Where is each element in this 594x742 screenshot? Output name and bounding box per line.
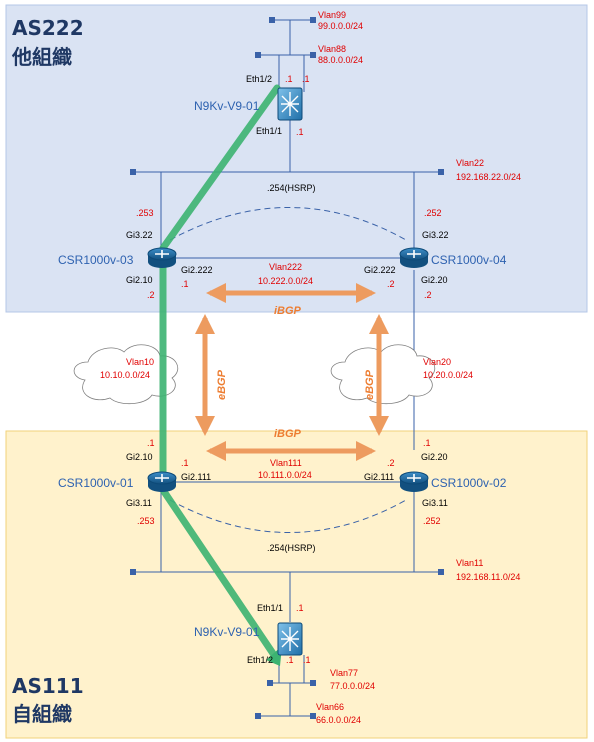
router-icon bbox=[147, 471, 177, 492]
vlan111-net: 10.111.0.0/24 bbox=[258, 470, 312, 480]
addr-csr02-1: .1 bbox=[423, 438, 431, 448]
addr-csr01-1a: .1 bbox=[147, 438, 155, 448]
addr-n9ku-b: .1 bbox=[302, 74, 310, 84]
vlan77-net: 77.0.0.0/24 bbox=[330, 681, 375, 691]
port-csr01-gi311: Gi3.11 bbox=[126, 498, 152, 508]
vlan88-name: Vlan88 bbox=[318, 44, 346, 54]
hsrp-lower-label: .254(HSRP) bbox=[267, 543, 316, 553]
vlan10-net: 10.10.0.0/24 bbox=[100, 370, 150, 380]
zone-lower-org: 自組織 bbox=[12, 702, 72, 726]
vlan22-name: Vlan22 bbox=[456, 158, 484, 168]
hsrp-upper-label: .254(HSRP) bbox=[267, 183, 316, 193]
vlan88-net: 88.0.0.0/24 bbox=[318, 55, 363, 65]
port-n9kl-eth12: Eth1/2 bbox=[247, 655, 273, 665]
vlan222-name: Vlan222 bbox=[269, 262, 302, 272]
device-n9k-upper: N9Kv-V9-01 bbox=[194, 99, 260, 113]
cloud-vlan20 bbox=[330, 344, 436, 405]
switch-icon bbox=[277, 622, 303, 656]
port-csr03-gi2222: Gi2.222 bbox=[181, 265, 213, 275]
ibgp-label-lower: iBGP bbox=[274, 428, 302, 440]
port-csr03-gi322: Gi3.22 bbox=[126, 230, 153, 240]
device-csr01: CSR1000v-01 bbox=[58, 476, 134, 490]
device-csr04: CSR1000v-04 bbox=[431, 253, 507, 267]
device-csr02: CSR1000v-02 bbox=[431, 476, 507, 490]
addr-csr01-253: .253 bbox=[137, 516, 155, 526]
addr-csr02-2: .2 bbox=[387, 458, 395, 468]
addr-n9kl-b: .1 bbox=[286, 655, 294, 665]
vlan66-net: 66.0.0.0/24 bbox=[316, 715, 361, 725]
addr-n9ku-c: .1 bbox=[296, 127, 304, 137]
port-csr04-gi220: Gi2.20 bbox=[421, 275, 448, 285]
zone-upper bbox=[5, 4, 588, 313]
ebgp-label-right: eBGP bbox=[364, 369, 376, 400]
vlan99-net: 99.0.0.0/24 bbox=[318, 21, 363, 31]
port-csr04-gi2222: Gi2.222 bbox=[364, 265, 396, 275]
vlan-endpoints bbox=[130, 17, 444, 719]
zone-lower-asn: AS111 bbox=[12, 674, 84, 698]
port-csr04-gi322: Gi3.22 bbox=[422, 230, 449, 240]
hsrp-arc-upper bbox=[169, 207, 407, 241]
vlan222-net: 10.222.0.0/24 bbox=[258, 276, 313, 286]
addr-csr03-2: .2 bbox=[147, 290, 155, 300]
port-n9kl-eth11: Eth1/1 bbox=[257, 603, 283, 613]
traffic-path bbox=[159, 84, 281, 659]
vlan10-name: Vlan10 bbox=[126, 357, 154, 367]
port-csr02-gi2111: Gi2.111 bbox=[364, 472, 394, 482]
addr-n9kl-a: .1 bbox=[296, 603, 304, 613]
addr-csr04-2a: .2 bbox=[387, 279, 395, 289]
addr-csr04-2b: .2 bbox=[424, 290, 432, 300]
port-csr02-gi311: Gi3.11 bbox=[422, 498, 448, 508]
addr-n9kl-c: .1 bbox=[303, 655, 311, 665]
vlan66-name: Vlan66 bbox=[316, 702, 344, 712]
vlan22-net: 192.168.22.0/24 bbox=[456, 172, 521, 182]
addr-csr02-252: .252 bbox=[423, 516, 441, 526]
vlan99-name: Vlan99 bbox=[318, 10, 346, 20]
vlan77-name: Vlan77 bbox=[330, 668, 358, 678]
addr-csr01-1b: .1 bbox=[181, 458, 189, 468]
router-icon bbox=[399, 247, 429, 268]
router-icon bbox=[399, 471, 429, 492]
zone-upper-org: 他組織 bbox=[11, 45, 72, 69]
ebgp-label-left: eBGP bbox=[216, 369, 228, 400]
addr-csr03-1: .1 bbox=[181, 279, 189, 289]
port-csr02-gi220: Gi2.20 bbox=[421, 452, 448, 462]
addr-csr03-253: .253 bbox=[136, 208, 154, 218]
vlan11-net: 192.168.11.0/24 bbox=[456, 572, 520, 582]
port-csr01-gi2111: Gi2.111 bbox=[181, 472, 211, 482]
vlan111-name: Vlan111 bbox=[270, 458, 302, 468]
port-csr03-gi210: Gi2.10 bbox=[126, 275, 153, 285]
port-csr01-gi210: Gi2.10 bbox=[126, 452, 153, 462]
vlan20-net: 10.20.0.0/24 bbox=[423, 370, 473, 380]
ibgp-label-upper: iBGP bbox=[274, 305, 302, 317]
hsrp-arc-lower bbox=[169, 499, 407, 533]
port-n9ku-eth12: Eth1/2 bbox=[246, 74, 272, 84]
port-n9ku-eth11: Eth1/1 bbox=[256, 126, 282, 136]
zone-upper-asn: AS222 bbox=[12, 16, 84, 40]
vlan11-name: Vlan11 bbox=[456, 558, 483, 568]
router-icon bbox=[147, 247, 177, 268]
device-n9k-lower: N9Kv-V9-01 bbox=[194, 625, 260, 639]
switch-icon bbox=[277, 87, 303, 121]
vlan20-name: Vlan20 bbox=[423, 357, 451, 367]
device-csr03: CSR1000v-03 bbox=[58, 253, 134, 267]
addr-csr04-252: .252 bbox=[424, 208, 442, 218]
addr-n9ku-a: .1 bbox=[285, 74, 293, 84]
cloud-vlan10 bbox=[73, 344, 179, 405]
